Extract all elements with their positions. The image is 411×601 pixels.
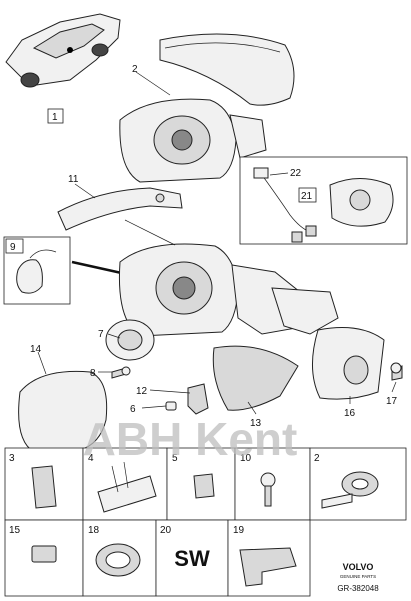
watermark: ABH Kent [83,413,298,465]
callout-21: 21 [301,191,313,202]
lower-cover [212,345,299,411]
sw-label: SW [174,546,210,571]
table-part-clip [31,465,57,509]
table-num-10: 10 [240,453,252,464]
callout-22: 22 [290,168,302,179]
bulb-holder [16,249,57,294]
callout-17: 17 [386,396,398,407]
table-part-bolt [260,472,276,507]
mirror-base-housing [311,327,385,400]
callout-13: 13 [250,418,262,429]
mounting-screw [390,362,403,381]
car-thumbnail [5,13,121,88]
brand-tagline: GENUINE PARTS [340,574,376,579]
table-part-bracket [97,461,157,513]
callout-6: 6 [130,404,136,415]
callout-12: 12 [136,386,148,397]
brand-name: VOLVO [343,562,374,572]
callout-box-9 [5,238,24,254]
bulb [165,401,177,411]
table-part-pad [239,547,297,587]
callout-box-21 [298,187,317,203]
bulb-socket [187,383,209,415]
table-num-18: 18 [88,525,100,536]
table-part-tape-roll [321,471,379,509]
mirror-glass [18,370,108,453]
table-num-19: 19 [233,525,245,536]
screw [111,366,131,379]
mirror-cover [159,33,295,106]
wiring-harness [253,167,317,243]
table-num-3: 3 [9,453,15,464]
turn-signal-lamp [57,187,183,231]
table-num-2: 2 [314,453,320,464]
table-part-gasket [95,543,141,577]
table-num-20: 20 [160,525,172,536]
callout-2: 2 [132,64,138,75]
table-part-connector [31,545,57,563]
callout-16: 16 [344,408,356,419]
callout-8: 8 [90,368,96,379]
callout-7: 7 [98,329,104,340]
table-num-5: 5 [172,453,178,464]
callout-14: 14 [30,344,42,355]
mirror-housing-upper [119,98,267,183]
table-part-nut [193,473,215,499]
mirror-assembly [118,243,339,337]
table-num-4: 4 [88,453,94,464]
leader-lines [37,71,397,415]
diagram-id: GR-382048 [337,584,379,593]
callout-11: 11 [68,174,79,185]
callout-1: 1 [52,112,58,123]
mirror-motor [329,178,394,227]
mirror-actuator [105,319,155,361]
callout-9: 9 [10,242,16,253]
table-num-15: 15 [9,525,21,536]
callout-box-1 [47,108,64,124]
